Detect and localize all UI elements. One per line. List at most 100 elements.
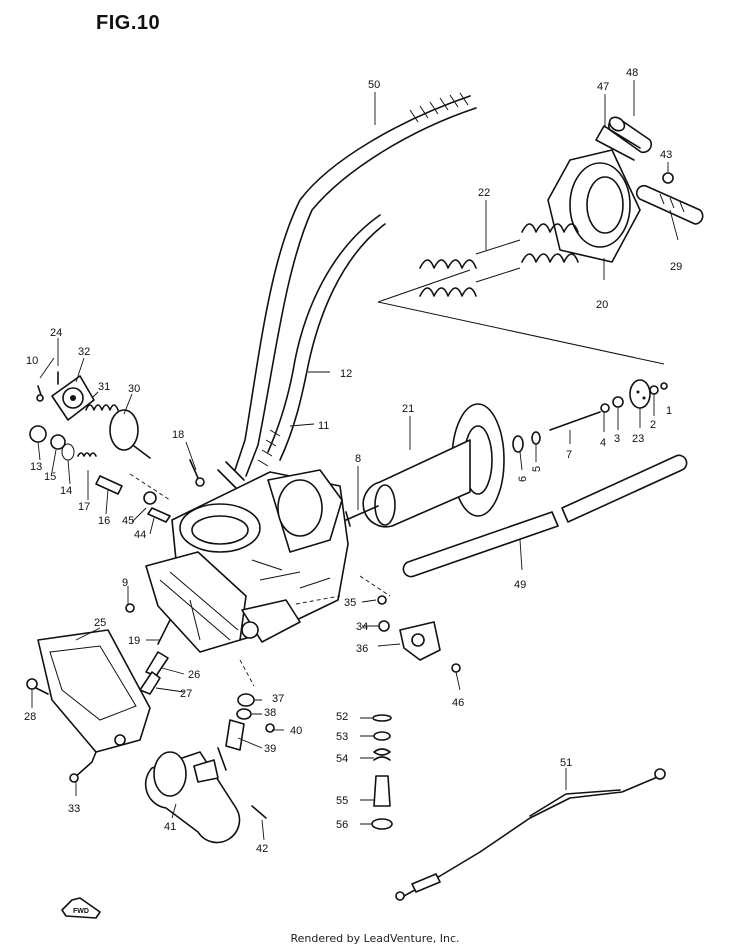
parts-26-27-jets: [139, 651, 169, 695]
callout-54: 54: [336, 753, 348, 765]
callout-40: 40: [290, 725, 302, 737]
callout-33: 33: [68, 803, 80, 815]
callout-53: 53: [336, 731, 348, 743]
callout-44: 44: [134, 529, 146, 541]
callout-46: 46: [452, 697, 464, 709]
part-43-screw: [662, 172, 674, 184]
callout-42: 42: [256, 843, 268, 855]
parts-35-34-screws: [377, 595, 390, 632]
assembly-reference-line: [377, 269, 665, 365]
callout-36: 36: [356, 643, 368, 655]
callout-6: 6: [517, 476, 529, 482]
callout-numbers: 50 47 48 43 22 29 20 12 11 21 8 6 5 7 4 …: [24, 67, 682, 855]
part-42-pin: [251, 805, 267, 819]
callout-41: 41: [164, 821, 176, 833]
callout-8: 8: [355, 453, 361, 465]
part-46-clip: [451, 663, 461, 673]
callout-27: 27: [180, 688, 192, 700]
part-39-needle-valve: [217, 719, 245, 771]
parts-6-5-spring-washer: [512, 431, 541, 453]
part-7-needle-pin: [549, 411, 601, 431]
callout-18: 18: [172, 429, 184, 441]
part-21-piston: [362, 403, 505, 528]
callout-4: 4: [600, 437, 606, 449]
callout-30: 30: [128, 383, 140, 395]
callout-19: 19: [128, 635, 140, 647]
callout-12: 12: [340, 368, 352, 380]
forward-arrow-label: FWD: [73, 908, 89, 915]
part-50-vent-hose: [217, 92, 477, 489]
part-48-pin: [608, 116, 653, 154]
callout-20: 20: [596, 299, 608, 311]
callout-14: 14: [60, 485, 72, 497]
part-30-diaphragm: [109, 409, 151, 459]
parts-4-3-2-23-1-small-parts: [600, 379, 668, 413]
callout-15: 15: [44, 471, 56, 483]
part-22-spring: [419, 223, 579, 297]
callout-38: 38: [264, 707, 276, 719]
part-8-needle: [345, 505, 379, 527]
callout-9: 9: [122, 577, 128, 589]
callout-22: 22: [478, 187, 490, 199]
part-20-diaphragm-cover: [547, 149, 641, 263]
parts-45-44: [143, 491, 171, 523]
part-12-overflow-hose: [257, 214, 386, 467]
callout-28: 28: [24, 711, 36, 723]
footer-credit: Rendered by LeadVenture, Inc.: [290, 932, 460, 945]
part-25-float-bowl: [37, 629, 151, 753]
callout-34: 34: [356, 621, 368, 633]
callout-1: 1: [666, 405, 672, 417]
parts-37-38-40: [236, 693, 275, 733]
callout-51: 51: [560, 757, 572, 769]
callout-48: 48: [626, 67, 638, 79]
callout-32: 32: [78, 346, 90, 358]
callout-56: 56: [336, 819, 348, 831]
callout-55: 55: [336, 795, 348, 807]
part-36-throttle-lever: [399, 621, 441, 661]
part-31-spring: [85, 404, 119, 411]
callout-7: 7: [566, 449, 572, 461]
carburetor-body: [145, 469, 349, 653]
callout-23: 23: [632, 433, 644, 445]
part-51-throttle-cable: [395, 768, 666, 901]
callout-11: 11: [318, 420, 329, 432]
callout-45: 45: [122, 515, 134, 527]
callout-leader-lines: [31, 80, 679, 841]
part-49-fuel-hose: [402, 454, 688, 578]
parts-13-15-14-17-16: [29, 425, 123, 495]
callout-35: 35: [344, 597, 356, 609]
part-18-screw: [189, 459, 205, 487]
callout-26: 26: [188, 669, 200, 681]
callout-50: 50: [368, 79, 380, 91]
callout-47: 47: [597, 81, 609, 93]
callout-5: 5: [531, 466, 543, 472]
callout-3: 3: [614, 433, 620, 445]
callout-10: 10: [26, 355, 38, 367]
callout-13: 13: [30, 461, 42, 473]
callout-39: 39: [264, 743, 276, 755]
callout-43: 43: [660, 149, 672, 161]
callout-16: 16: [98, 515, 110, 527]
part-29-lever: [635, 184, 704, 225]
forward-arrow-icon: FWD: [61, 897, 101, 919]
callout-31: 31: [98, 381, 110, 393]
callout-24: 24: [50, 327, 62, 339]
part-33-screw: [69, 751, 97, 783]
callout-29: 29: [670, 261, 682, 273]
part-9-screw: [125, 603, 135, 613]
callout-21: 21: [402, 403, 414, 415]
callout-49: 49: [514, 579, 526, 591]
assembly-reference-lines: [129, 473, 391, 687]
part-41-float: [144, 751, 241, 844]
callout-2: 2: [650, 419, 656, 431]
callout-37: 37: [272, 693, 284, 705]
part-24-10-screws: [36, 371, 59, 402]
callout-25: 25: [94, 617, 106, 629]
callout-52: 52: [336, 711, 348, 723]
part-32-cover: [51, 375, 95, 421]
part-47-clip: [595, 125, 641, 161]
part-28-screw: [26, 678, 49, 695]
callout-17: 17: [78, 501, 90, 513]
parts-52-56-jet-stack: [371, 714, 393, 830]
